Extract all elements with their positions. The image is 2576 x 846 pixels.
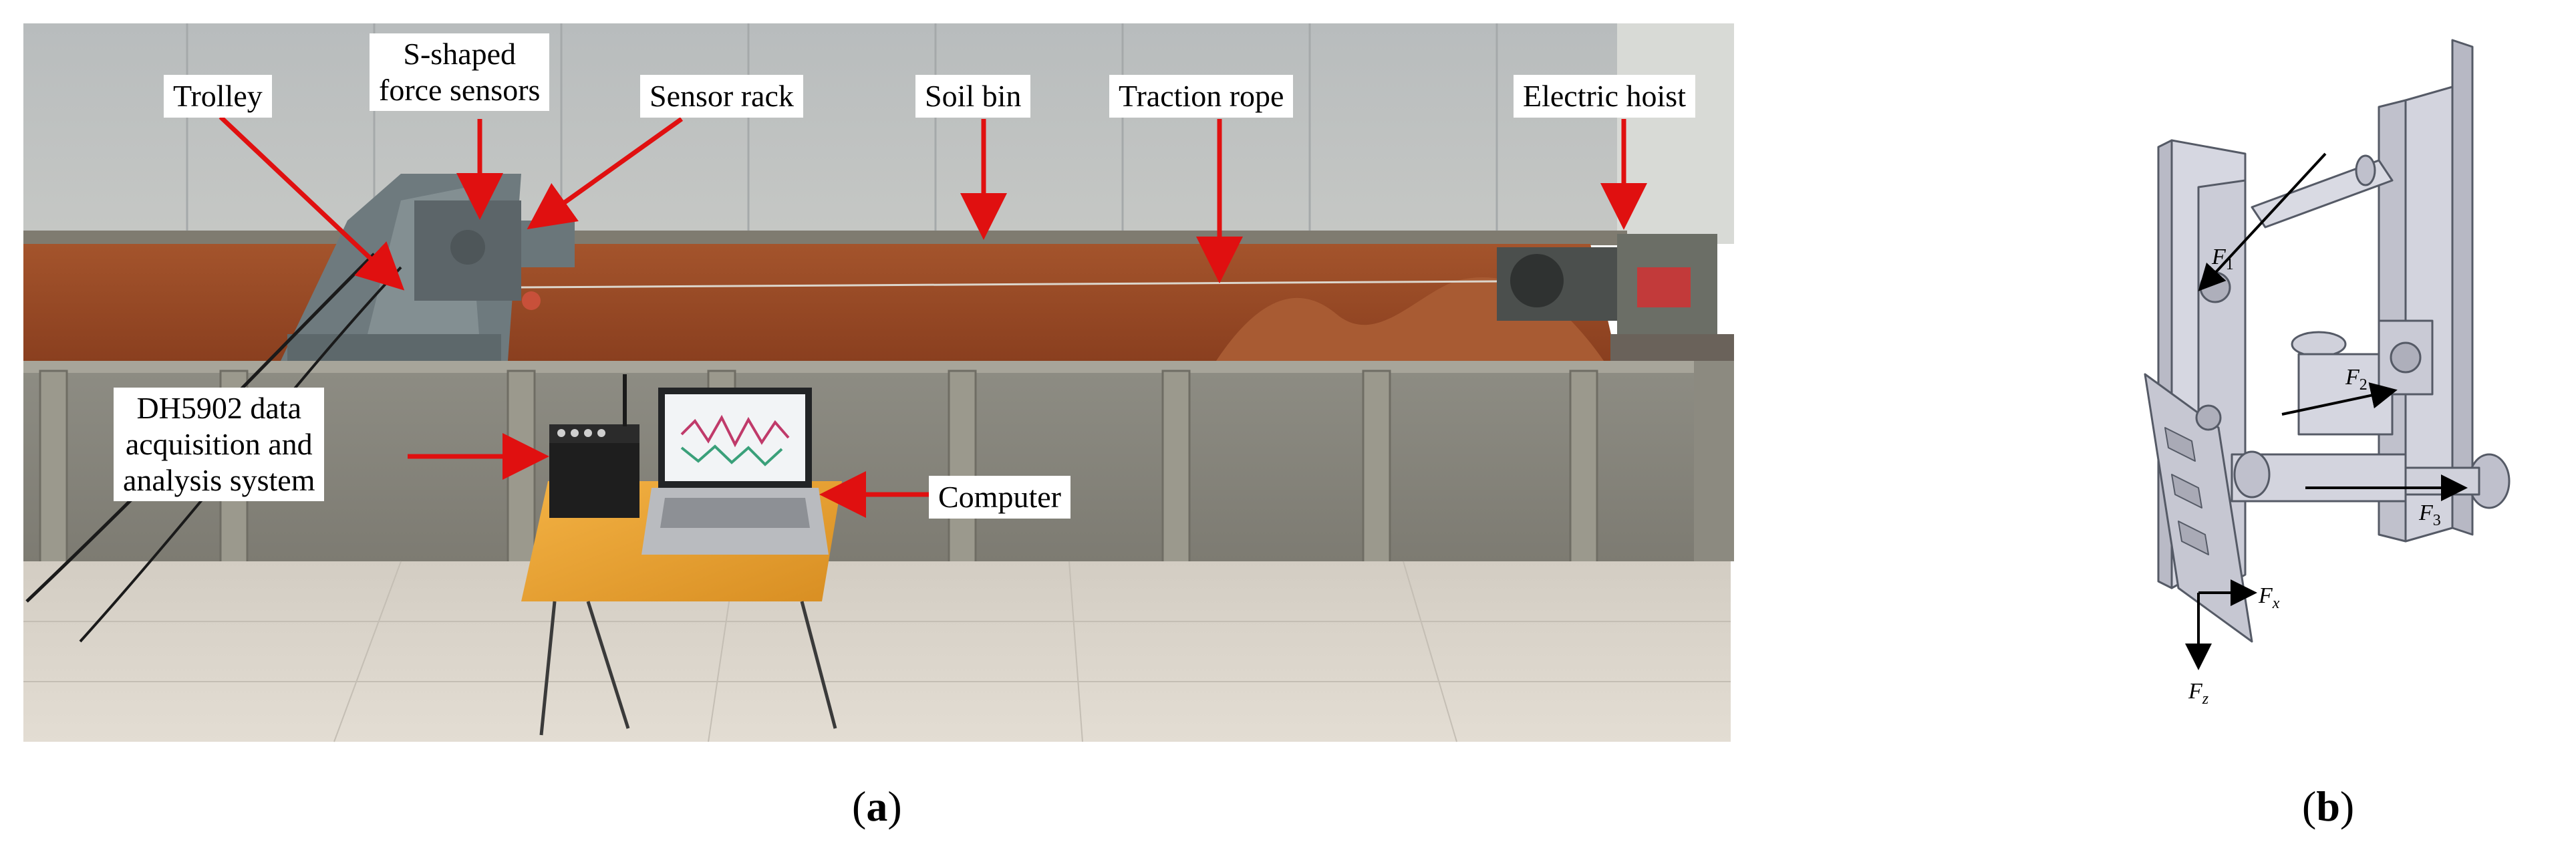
label-electric-hoist: Electric hoist <box>1514 75 1695 118</box>
label-trolley: Trolley <box>164 75 272 118</box>
dh5902-device <box>549 374 639 518</box>
soil-bin-top-edge <box>23 361 1694 373</box>
arrow-trolley <box>219 115 405 291</box>
label-f3: F3 <box>2418 501 2441 529</box>
caption-a: (a) <box>852 783 902 830</box>
arrow-f2 <box>2281 382 2398 416</box>
callout-arrows <box>219 115 1647 518</box>
soil-bin-far-rim <box>23 231 1627 245</box>
label-f1: F1 <box>2211 245 2234 273</box>
cad-assembly <box>2144 39 2511 643</box>
caption-b: (b) <box>2302 783 2355 830</box>
label-dh5902: DH5902 data acquisition and analysis sys… <box>114 388 325 501</box>
arrow-sensor-rack <box>527 117 684 230</box>
floor-tile-lines <box>23 561 1731 742</box>
arrow-f1 <box>2198 152 2327 291</box>
photo-right-pillar <box>1694 361 1734 561</box>
label-traction-rope: Traction rope <box>1109 75 1294 118</box>
test-bench-photo <box>23 23 1734 742</box>
force-arrows <box>2185 152 2468 670</box>
label-sensor-rack: Sensor rack <box>640 75 803 118</box>
traction-rope-line <box>521 279 1604 289</box>
label-fx: Fx <box>2258 583 2280 612</box>
label-s-shaped-force-sensors: S-shaped force sensors <box>370 33 550 111</box>
trolley-assembly <box>281 174 575 361</box>
label-f2: F2 <box>2345 365 2368 394</box>
label-fz: Fz <box>2188 679 2209 708</box>
wall-right-light <box>1617 23 1734 244</box>
electric-hoist-machine <box>1497 234 1734 374</box>
laptop <box>641 388 829 555</box>
floor <box>23 561 1731 742</box>
label-computer: Computer <box>929 476 1070 519</box>
label-soil-bin: Soil bin <box>915 75 1031 118</box>
wall-background <box>23 23 1734 244</box>
cad-force-diagram: F1 F2 F3 Fx Fz <box>2144 39 2511 708</box>
